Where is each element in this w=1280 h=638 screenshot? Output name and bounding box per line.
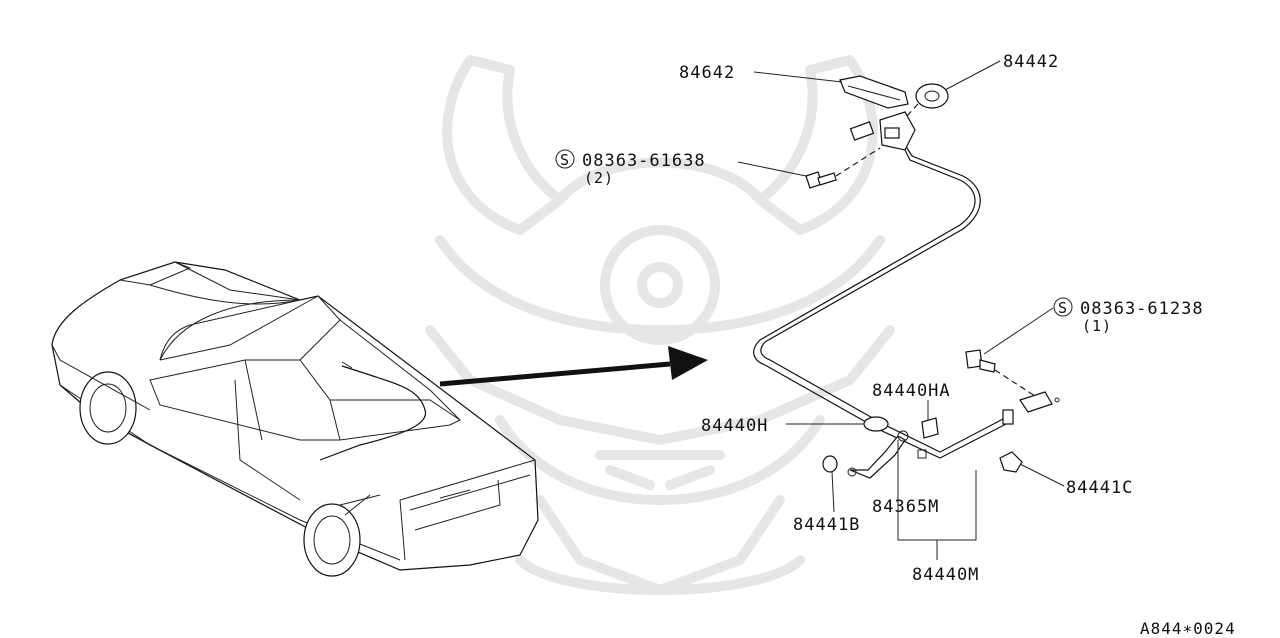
clip-84440H [863, 416, 889, 432]
grommet-84441B [822, 455, 838, 473]
bolt-08363-61238 [965, 349, 996, 373]
s-symbol-icon [555, 149, 575, 169]
label-84440H: 84440H [701, 416, 768, 436]
label-84442: 84442 [1003, 52, 1059, 72]
s-symbol-icon [1053, 297, 1073, 317]
watermark-emblem [425, 55, 895, 595]
label-84441B: 84441B [793, 515, 860, 535]
label-84440M: 84440M [912, 565, 979, 585]
bolt-08363-61638 [805, 171, 837, 189]
label-08363-61238: S 08363-61238 (1) [1053, 297, 1204, 335]
svg-text:S: S [560, 151, 570, 169]
svg-text:(1): (1) [1082, 317, 1112, 335]
clip-84441C [999, 451, 1023, 473]
grommet-84442 [915, 83, 949, 109]
svg-text:08363-61238: 08363-61238 [1080, 299, 1204, 319]
svg-text:S: S [1058, 299, 1068, 317]
part-labels: 84642 84442 S 08363-61638 (2) S 08363-61… [555, 52, 1204, 585]
opener-handle-84642 [839, 75, 909, 109]
label-84440HA: 84440HA [872, 381, 951, 401]
opener-cable-assembly [753, 75, 1060, 479]
pointer-arrow [439, 346, 708, 387]
clip-84440HA [921, 417, 939, 439]
svg-text:(2): (2) [584, 169, 614, 187]
leader-lines [737, 60, 1065, 560]
car-illustration [51, 261, 539, 577]
label-08363-61638: S 08363-61638 (2) [555, 149, 706, 187]
lever-84365M [849, 435, 906, 479]
label-84365M: 84365M [872, 497, 939, 517]
diagram-reference-code: A844∗0024 [1140, 619, 1236, 638]
label-84642: 84642 [679, 63, 735, 83]
svg-text:08363-61638: 08363-61638 [582, 151, 706, 171]
label-84441C: 84441C [1066, 478, 1133, 498]
